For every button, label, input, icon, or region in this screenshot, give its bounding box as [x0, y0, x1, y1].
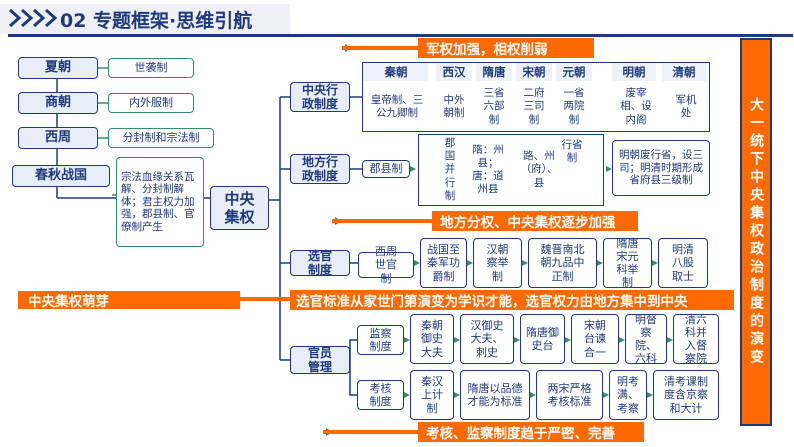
note-western-zhou: 分封制和宗法制 — [108, 128, 214, 148]
chevron-right-icon — [32, 8, 46, 28]
category-local-admin: 地方行政制度 — [290, 154, 350, 184]
local-suitang: 隋：州县；唐：道州县 — [472, 143, 504, 196]
period-spring-autumn-warring-states: 春秋战国 — [12, 165, 110, 187]
dynasty-sui-tang: 隋唐 — [476, 63, 512, 81]
note-spring-autumn: 宗法血缘关系瓦解、分封制解体；君主权力加强，郡县制、官僚制产生 — [116, 157, 204, 247]
chevron-right-icon — [44, 8, 58, 28]
dynasty-yuan: 元朝 — [556, 63, 592, 81]
assessment-qinhan: 秦汉上计制 — [410, 370, 454, 420]
supervision-han: 汉御史大夫、刺史 — [460, 314, 514, 364]
central-han-cell: 中外朝制 — [443, 93, 465, 119]
selection-zhou: 西周世官制 — [358, 245, 414, 285]
banner-centralization-origin: 中央集权萌芽 — [18, 291, 240, 310]
local-yuan: 行省制 — [561, 138, 583, 164]
header-title-background — [0, 4, 290, 34]
local-commandery: 郡县制 — [362, 160, 410, 178]
central-yuan-cell: 一省两院制 — [563, 87, 585, 126]
selection-han: 汉朝察举制 — [473, 238, 522, 288]
central-qing-cell: 军机处 — [675, 93, 697, 119]
selection-suitang: 隋唐宋元科举制 — [603, 237, 652, 289]
selection-mingqing: 明清八股取士 — [658, 238, 708, 288]
right-summary: 大一统下中央集权政治制度的演变 — [740, 38, 772, 426]
note-shang: 内外服制 — [108, 93, 194, 113]
central-centralization-box: 中央集权 — [210, 186, 269, 230]
local-table — [418, 134, 604, 206]
selection-warring: 战国至秦军功爵制 — [420, 238, 467, 288]
banner-selection: 选官标准从家世门第演变为学识才能，选官权力由地方集中到中央 — [290, 290, 734, 310]
banner-central: 军权加强，相权削弱 — [418, 38, 594, 58]
supervision-ming: 明督察院、六科 — [625, 313, 667, 365]
dynasty-ming: 明朝 — [612, 63, 656, 81]
supervision-suitang: 隋唐御史台 — [520, 314, 565, 364]
central-suitang-cell: 三省六部制 — [483, 87, 505, 126]
dynasty-qing: 清朝 — [662, 63, 706, 81]
supervision-qing: 清六科并入督察院 — [673, 313, 719, 365]
central-admin-table — [362, 62, 710, 132]
period-western-zhou: 西周 — [18, 127, 98, 149]
supervision-qin: 秦朝御史大夫 — [410, 314, 454, 364]
category-selection: 选官制度 — [290, 249, 350, 277]
local-han: 郡国并行制 — [444, 137, 456, 202]
period-xia: 夏朝 — [18, 57, 98, 79]
assessment-song: 两宋严格考核标准 — [536, 370, 603, 420]
supervision-song: 宋朝台谏合一 — [571, 314, 619, 364]
central-ming-cell: 废宰相、设内阁 — [620, 87, 652, 126]
dynasty-western-han: 西汉 — [436, 63, 472, 81]
chevron-right-icon — [20, 8, 34, 28]
banner-local: 地方分权、中央集权逐步加强 — [432, 211, 638, 231]
assessment-qing: 清考课制度含京察和大计 — [653, 370, 719, 420]
local-ming-qing: 明朝废行省，设三司；明清时期形成省府县三级制 — [612, 140, 710, 196]
category-management: 官员管理 — [290, 346, 350, 374]
period-shang: 商朝 — [18, 92, 98, 114]
local-song: 路、州（府）、县 — [520, 150, 558, 189]
banner-management: 考核、监察制度趋于严密、完善 — [418, 422, 644, 442]
assessment-ming: 明考满、考察 — [609, 370, 647, 420]
assessment-suitang: 隋唐以品德才能为标准 — [460, 370, 530, 420]
header-underline — [8, 34, 793, 37]
dynasty-qin: 秦朝 — [364, 63, 428, 81]
page-title: 02 专题框架·思维引航 — [60, 10, 253, 32]
selection-weijin: 魏晋南北朝九品中正制 — [528, 238, 597, 288]
central-song-cell: 二府三司制 — [523, 87, 545, 126]
category-central-admin: 中央行政制度 — [290, 82, 350, 112]
label-assessment: 考核制度 — [357, 380, 404, 410]
note-xia: 世袭制 — [108, 58, 194, 78]
label-supervision: 监察制度 — [357, 325, 404, 355]
chevron-right-icon — [8, 8, 22, 28]
dynasty-song: 宋朝 — [516, 63, 552, 81]
central-qin-cell: 皇帝制、三公九卿制 — [370, 93, 424, 119]
